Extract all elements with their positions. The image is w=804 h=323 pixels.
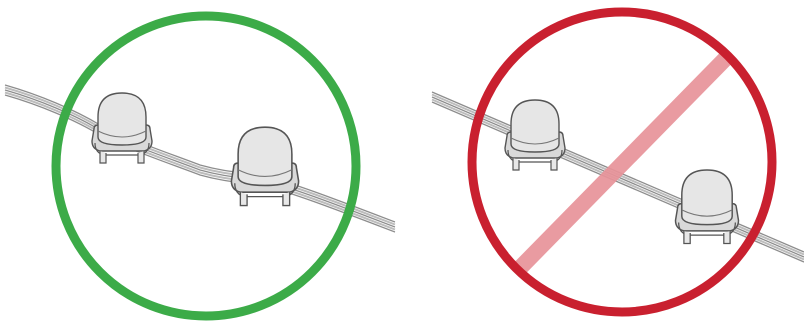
correct-installation-panel: [4, 11, 396, 321]
prohibited-ring-icon: [467, 7, 777, 317]
led-pixel-node: [504, 99, 566, 171]
check-ring-icon: [51, 11, 361, 321]
wire-cable: [4, 84, 396, 233]
prohibited-slash-icon: [512, 50, 734, 276]
led-pixel-node: [91, 92, 153, 164]
led-pixel-node: [674, 169, 740, 245]
incorrect-installation-panel: [431, 7, 804, 317]
led-pixel-node: [230, 126, 300, 207]
